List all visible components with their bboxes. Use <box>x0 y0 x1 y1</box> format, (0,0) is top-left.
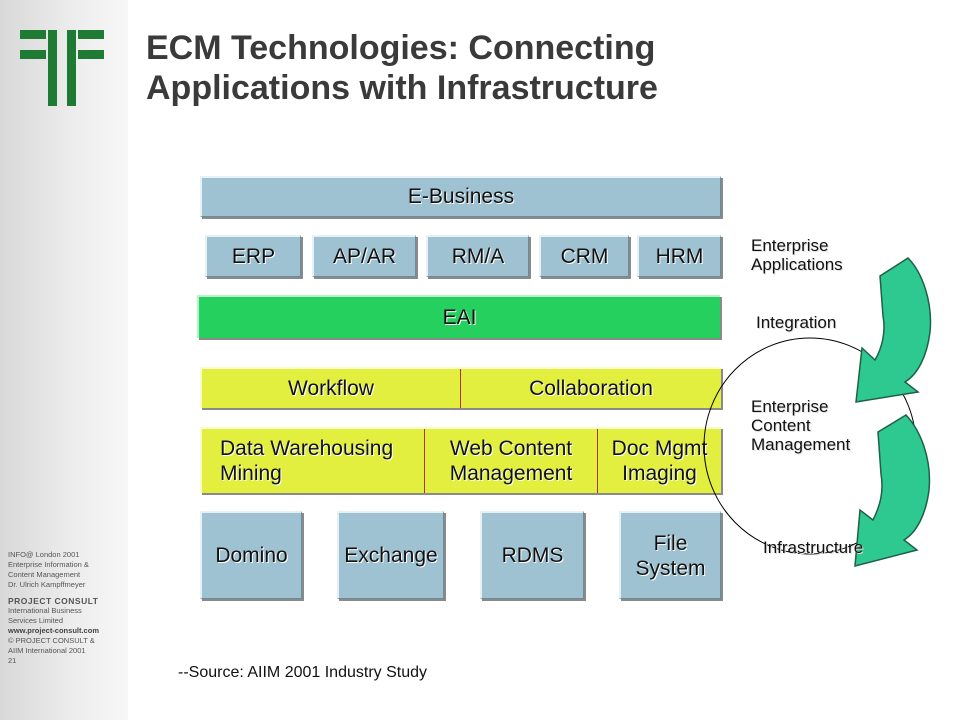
subject-line-1: Enterprise Information & <box>8 560 89 569</box>
web-management-label: Management <box>449 462 573 485</box>
web-content-label: Web Content <box>449 437 573 460</box>
app-label-hrm: HRM <box>655 244 704 268</box>
company-line-2: Services Limited <box>8 616 64 625</box>
divider <box>460 369 461 408</box>
ebusiness-label: E-Business <box>407 185 515 208</box>
app-label-erp: ERP <box>231 244 276 268</box>
app-label-crm: CRM <box>560 244 609 268</box>
slide-title: ECM Technologies: Connecting Application… <box>146 28 946 108</box>
data-warehousing-label: Data Warehousing <box>220 437 394 460</box>
integration-arrow <box>855 257 932 403</box>
ecm-label: Enterprise Content Management <box>751 397 850 454</box>
enterprise-applications-line-1: Enterprise <box>751 236 829 255</box>
infra-label-rdms: RDMS <box>501 543 564 567</box>
app-box-hrm: HRM <box>637 235 721 277</box>
doc-mgmt-segment: Doc Mgmt Imaging <box>598 429 721 493</box>
workflow-collaboration-box: Workflow Collaboration <box>200 367 721 408</box>
app-box-apar: AP/AR <box>312 235 416 277</box>
app-label-rma: RM/A <box>451 244 505 268</box>
enterprise-applications-label: Enterprise Applications <box>751 236 843 274</box>
doc-mgmt-label: Doc Mgmt <box>611 437 708 460</box>
copyright-line-2: AIIM International 2001 <box>8 646 86 655</box>
divider <box>597 429 598 493</box>
app-box-crm: CRM <box>539 235 629 277</box>
eai-box: EAI <box>197 295 720 338</box>
ebusiness-box: E-Business <box>200 176 721 217</box>
company-name: PROJECT CONSULT <box>8 596 99 606</box>
infra-label-domino: Domino <box>215 543 288 567</box>
infra-box-rdms: RDMS <box>480 511 584 599</box>
author-line: Dr. Ulrich Kampffmeyer <box>8 580 86 589</box>
app-box-erp: ERP <box>205 235 301 277</box>
project-consult-logo <box>20 30 104 106</box>
infra-box-exchange: Exchange <box>337 511 444 599</box>
infra-label-system: System <box>635 556 706 580</box>
integration-label: Integration <box>756 313 837 332</box>
workflow-label: Workflow <box>288 377 374 400</box>
infra-label-exchange: Exchange <box>344 543 438 567</box>
infrastructure-arrow <box>854 414 931 567</box>
infra-label-file: File <box>653 531 688 555</box>
copyright-line-1: © PROJECT CONSULT & <box>8 636 95 645</box>
ecm-line-1: Enterprise <box>751 397 829 416</box>
collaboration-segment: Collaboration <box>461 369 721 408</box>
workflow-segment: Workflow <box>202 369 460 408</box>
company-line-1: International Business <box>8 606 82 615</box>
data-warehousing-segment: Data Warehousing Mining <box>220 429 424 493</box>
ecm-line-2: Content <box>751 416 811 435</box>
web-content-segment: Web Content Management <box>425 429 597 493</box>
infra-box-domino: Domino <box>200 511 302 599</box>
sidebar: INFO@ London 2001 Enterprise Information… <box>0 0 128 720</box>
infrastructure-label: Infrastructure <box>763 538 864 557</box>
app-label-apar: AP/AR <box>332 244 397 268</box>
title-line-1: ECM Technologies: Connecting <box>146 29 656 67</box>
subject-line-2: Content Management <box>8 570 81 579</box>
ecm-line-3: Management <box>751 435 851 454</box>
mining-label: Mining <box>220 462 282 485</box>
collaboration-label: Collaboration <box>529 377 653 400</box>
content-technologies-box: Data Warehousing Mining Web Content Mana… <box>200 427 721 493</box>
enterprise-applications-line-2: Applications <box>751 255 843 274</box>
source-note: --Source: AIIM 2001 Industry Study <box>178 664 428 681</box>
imaging-label: Imaging <box>622 462 697 485</box>
footer-info: INFO@ London 2001 Enterprise Information… <box>8 550 126 666</box>
title-line-2: Applications with Infrastructure <box>146 69 658 107</box>
divider <box>424 429 425 493</box>
website-link[interactable]: www.project-consult.com <box>8 626 99 635</box>
eai-label: EAI <box>442 305 477 329</box>
infra-box-file-system: File System <box>619 511 721 599</box>
page-number: 21 <box>8 656 17 665</box>
app-box-rma: RM/A <box>426 235 529 277</box>
event-line: INFO@ London 2001 <box>8 550 80 559</box>
